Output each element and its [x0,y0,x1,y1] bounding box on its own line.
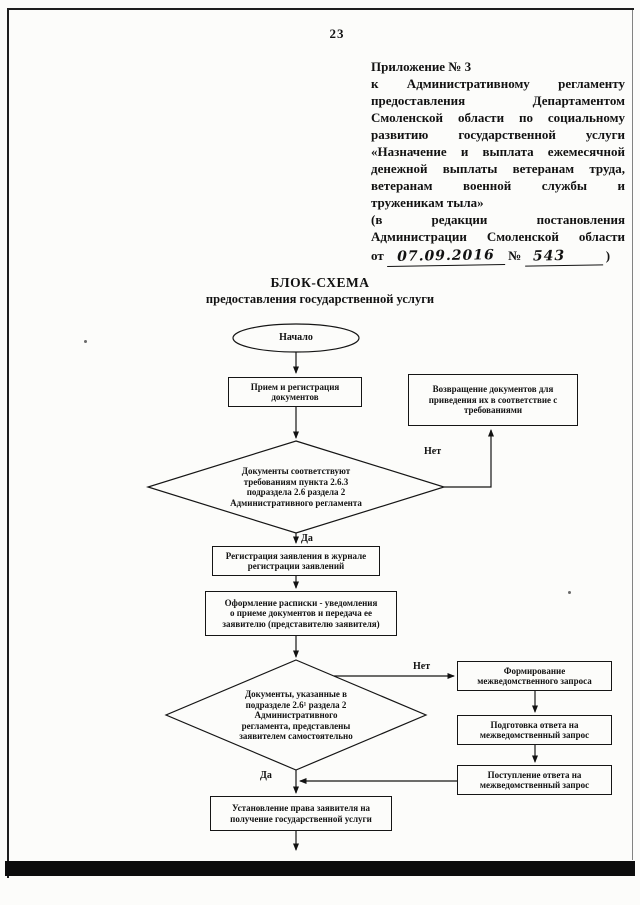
header-line: Администрации Смоленской области [371,229,625,244]
header-line: денежной выплаты ветеранам труда, [371,161,625,176]
label-no-2: Нет [413,661,431,672]
issued-prefix: от [371,248,384,263]
issued-line: от 07.09.2016 № 543 ) [371,246,625,268]
bottom-scan-bar [5,861,635,876]
start-node-label: Начало [279,332,313,343]
page-border-left [7,8,9,878]
label-no-1: Нет [424,446,442,457]
box-receive-response: Поступление ответа на межведомственный з… [457,765,612,795]
box-reception-registration: Прием и регистрация документов [228,377,362,407]
scan-speck [84,340,87,343]
header-line: Смоленской области по социальному [371,110,625,125]
label-yes-1: Да [301,533,313,544]
box-return-documents: Возвращение документов для приведения их… [408,374,578,426]
handwritten-date: 07.09.2016 [386,246,506,268]
header-line: ветеранам военной службы и [371,178,625,193]
header-line: Приложение № 3 [371,59,472,74]
box-journal-registration: Регистрация заявления в журнале регистра… [212,546,380,576]
page-number: 23 [329,26,345,41]
handwritten-number: 543 [524,247,603,267]
page-border-right [632,8,633,860]
box-receipt-notification: Оформление расписки - уведомления о прие… [205,591,397,636]
box-establish-right: Установление права заявителя на получени… [210,796,392,831]
box-prepare-response: Подготовка ответа на межведомственный за… [457,715,612,745]
scan-speck [568,591,571,594]
issued-number-label: № [508,248,522,263]
appendix-header: Приложение № 3 к Административному регла… [371,58,625,268]
box-form-interagency-request: Формирование межведомственного запроса [457,661,612,691]
header-line: (в редакции постановления [371,212,625,227]
header-line: к Административному регламенту [371,76,625,91]
decision-requirements-text: Документы соответствуют требованиям пунк… [230,466,362,508]
header-line: предоставления Департаментом [371,93,625,108]
label-yes-2: Да [260,770,272,781]
header-line: труженикам тыла» [371,195,484,210]
flowchart-subtitle: предоставления государственной услуги [205,292,435,306]
header-line: «Назначение и выплата ежемесячной [371,144,625,159]
decision-self-submitted-text: Документы, указанные в подразделе 2.6¹ р… [239,689,353,741]
flowchart-title-block: БЛОК-СХЕМА предоставления государственно… [100,275,540,307]
flowchart-title: БЛОК-СХЕМА [270,275,370,290]
header-line: развитию государственной услуги [371,127,625,142]
page-border-top [7,8,634,10]
issued-suffix: ) [605,248,611,263]
